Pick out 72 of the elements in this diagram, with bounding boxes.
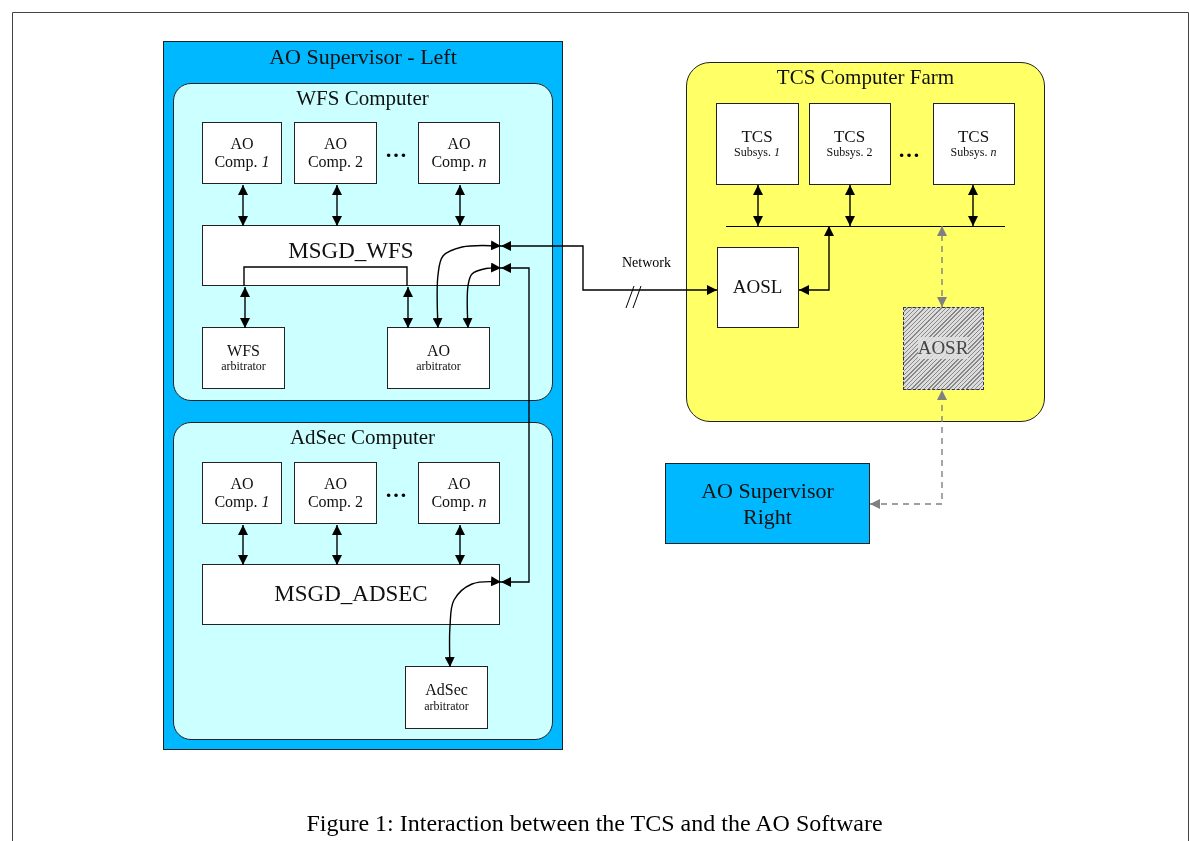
connector-arrow xyxy=(753,184,763,227)
connector-arrow xyxy=(332,524,342,566)
process-box xyxy=(387,327,490,389)
computer-farm-panel xyxy=(686,62,1045,422)
node-label: AO Comp. 2 xyxy=(306,474,365,512)
daemon-box xyxy=(202,564,500,625)
bus-line xyxy=(725,225,1005,227)
panel-title: WFS Computer xyxy=(296,85,429,110)
process-box xyxy=(418,462,500,524)
connector-arrow xyxy=(444,576,502,668)
panel-title: AO Supervisor - Left xyxy=(269,44,457,70)
node-label: AO xyxy=(426,341,451,361)
node-label: AO Comp. 1 xyxy=(213,134,271,172)
node-label: TCS xyxy=(741,126,773,147)
connector-arrow xyxy=(845,184,855,227)
ellipsis-label: … xyxy=(385,477,409,503)
process-box xyxy=(202,462,282,524)
process-box xyxy=(418,122,500,184)
connector-arrow xyxy=(432,240,502,329)
node-sublabel: Subsys. 1 xyxy=(734,146,780,161)
process-box xyxy=(932,102,1015,185)
process-box xyxy=(405,666,488,729)
node-label: TCS xyxy=(833,126,866,147)
connector-arrow xyxy=(332,184,342,227)
panel-title: TCS Computer Farm xyxy=(776,65,955,90)
ellipsis-label: … xyxy=(385,137,409,163)
node-sublabel: arbitrator xyxy=(221,360,266,375)
connector-arrow xyxy=(798,225,834,295)
connector-arrow xyxy=(462,262,502,329)
node-label: AO Comp. n xyxy=(430,134,488,172)
process-box xyxy=(202,327,285,389)
figure-caption: Figure 1: Interaction between the TCS and the AO Software xyxy=(305,810,884,837)
process-box xyxy=(716,246,799,328)
panel-title: AdSec Computer xyxy=(289,424,436,449)
connector-arrow xyxy=(869,389,947,509)
process-box xyxy=(202,122,282,184)
node-label: TCS xyxy=(957,126,990,147)
node-label: AO Comp. n xyxy=(430,474,488,512)
process-box xyxy=(294,122,377,184)
connector-arrow xyxy=(500,241,718,295)
node-label: MSGD_WFS xyxy=(288,238,414,265)
node-label: AOSR xyxy=(917,337,969,359)
supervisor-box xyxy=(665,463,870,544)
process-box xyxy=(715,102,799,185)
connector-arrow xyxy=(500,263,530,587)
connector-arrow xyxy=(238,184,248,227)
connector-arrow xyxy=(403,286,413,329)
node-sublabel: arbitrator xyxy=(416,360,461,375)
hatched-process-box xyxy=(902,306,984,390)
node-sublabel: Subsys. 2 xyxy=(826,146,873,161)
node-label: AO Comp. 1 xyxy=(213,474,271,512)
node-label: AOSL xyxy=(732,276,783,298)
node-label: MSGD_ADSEC xyxy=(274,581,428,608)
process-box xyxy=(808,102,891,185)
ellipsis-label: … xyxy=(898,137,922,163)
node-label: AO Comp. 2 xyxy=(306,134,365,172)
daemon-box xyxy=(202,225,500,286)
connector-arrow xyxy=(240,286,250,329)
connector-arrow xyxy=(455,524,465,566)
connector-arrow xyxy=(968,184,978,227)
computer-panel xyxy=(172,82,553,401)
node-label: WFS xyxy=(227,341,260,361)
node-label: AdSec xyxy=(425,681,468,700)
computer-panel xyxy=(172,421,553,740)
group-panel xyxy=(163,41,563,750)
node-sublabel: arbitrator xyxy=(424,699,469,714)
node-label: AO Supervisor Right xyxy=(700,478,835,529)
connector-arrow xyxy=(238,524,248,566)
node-sublabel: Subsys. n xyxy=(950,146,997,161)
connector-arrow xyxy=(937,225,947,308)
process-box xyxy=(294,462,377,524)
connector-arrow xyxy=(455,184,465,227)
